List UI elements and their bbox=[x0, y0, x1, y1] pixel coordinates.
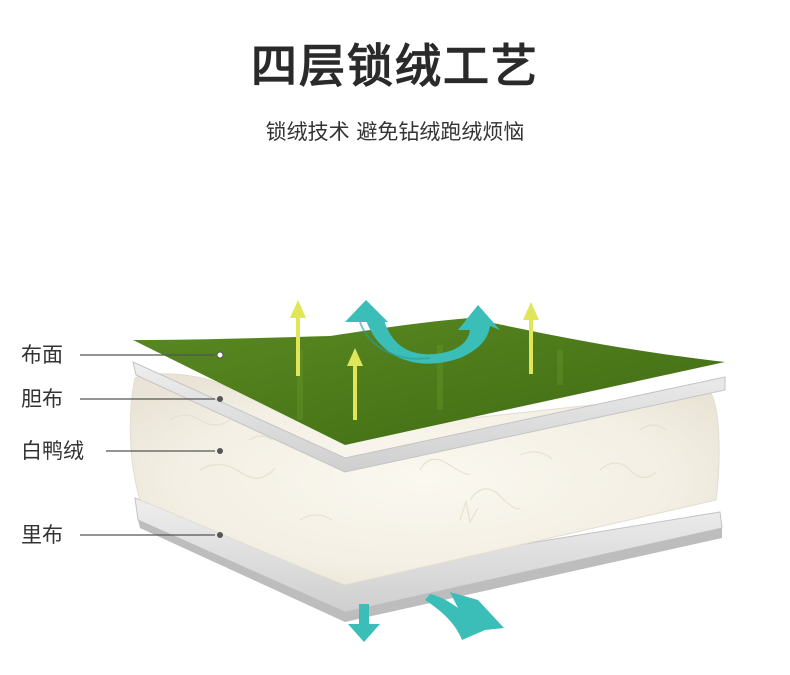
page-subtitle: 锁绒技术 避免钻绒跑绒烦恼 bbox=[265, 120, 525, 144]
yellow-arrow-left bbox=[290, 300, 306, 376]
label-lining: 里布 bbox=[21, 523, 63, 547]
leader-dots bbox=[216, 351, 224, 538]
yellow-arrow-center bbox=[347, 348, 363, 420]
down-fill-block bbox=[129, 373, 720, 586]
label-down-fill: 白鸭绒 bbox=[21, 439, 84, 463]
page-title: 四层锁绒工艺 bbox=[251, 39, 539, 93]
leader-lines bbox=[80, 354, 215, 536]
outer-fabric-sheet bbox=[133, 318, 725, 445]
yellow-arrow-right bbox=[523, 302, 539, 374]
teal-arrow-bottom-right bbox=[425, 592, 504, 640]
teal-arrow-top bbox=[345, 300, 500, 364]
teal-arrow-bottom-left bbox=[348, 604, 380, 642]
inner-fabric-sheet bbox=[132, 361, 726, 473]
down-fill-texture bbox=[169, 414, 667, 524]
label-outer-fabric: 布面 bbox=[21, 343, 63, 367]
label-inner-fabric: 胆布 bbox=[21, 387, 63, 411]
